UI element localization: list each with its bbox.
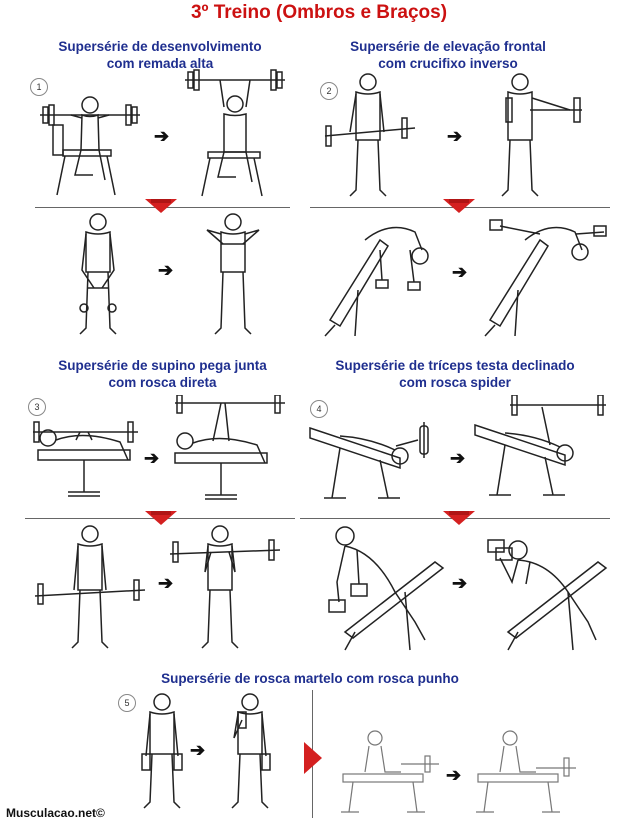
front-raise-start-figure xyxy=(324,73,416,197)
red-down-arrow-icon xyxy=(145,511,177,525)
next-arrow-icon: ➔ xyxy=(144,448,160,468)
red-down-arrow-icon xyxy=(443,199,475,213)
red-down-arrow-icon xyxy=(145,199,177,213)
next-arrow-icon: ➔ xyxy=(190,740,206,760)
seated-shoulder-press-start-figure xyxy=(40,96,140,196)
upright-row-end-figure xyxy=(206,213,260,335)
front-raise-end-figure xyxy=(501,73,582,197)
decline-skull-crusher-start-figure xyxy=(309,422,429,499)
decline-skull-crusher-end-figure xyxy=(474,395,606,496)
reverse-fly-end-figure xyxy=(484,219,607,337)
hammer-curl-end-figure xyxy=(231,693,271,809)
section-1-heading-line1: Supersérie de desenvolvimento xyxy=(58,39,262,54)
section-2-heading-line2: com crucifixo inverso xyxy=(378,56,518,71)
section-5-heading-line1: Supersérie de rosca martelo com rosca pu… xyxy=(161,671,459,686)
close-grip-bench-end-figure xyxy=(174,395,285,500)
section-1-number-badge: 1 xyxy=(30,78,48,96)
next-arrow-icon: ➔ xyxy=(446,765,462,785)
section-1-heading: Supersérie de desenvolvimento com remada… xyxy=(30,38,290,72)
next-arrow-icon: ➔ xyxy=(452,262,468,282)
wrist-curl-start-figure xyxy=(341,730,439,813)
section-4-heading: Supersérie de tríceps testa declinado co… xyxy=(305,357,605,391)
page-title: 3º Treino (Ombros e Braços) xyxy=(190,2,448,23)
section-2-heading: Supersérie de elevação frontal com cruci… xyxy=(318,38,578,72)
site-brand: Musculacao.net© xyxy=(6,806,105,820)
hammer-curl-start-figure xyxy=(141,693,183,809)
section-5-heading: Supersérie de rosca martelo com rosca pu… xyxy=(100,670,520,687)
section-3-heading-line1: Supersérie de supino pega junta xyxy=(58,358,267,373)
red-down-arrow-icon xyxy=(443,511,475,525)
close-grip-bench-start-figure xyxy=(33,421,138,497)
next-arrow-icon: ➔ xyxy=(154,126,170,146)
next-arrow-icon: ➔ xyxy=(158,573,174,593)
section-4-number-badge: 4 xyxy=(310,400,328,418)
section-4-heading-line2: com rosca spider xyxy=(399,375,511,390)
wrist-curl-end-figure xyxy=(476,730,576,813)
section-1-heading-line2: com remada alta xyxy=(106,56,214,71)
section-5-number-badge: 5 xyxy=(118,694,136,712)
section-2-heading-line1: Supersérie de elevação frontal xyxy=(350,39,546,54)
barbell-curl-end-figure xyxy=(169,525,281,649)
next-arrow-icon: ➔ xyxy=(158,260,174,280)
seated-shoulder-press-end-figure xyxy=(185,69,285,197)
spider-curl-start-figure xyxy=(328,526,445,651)
section-2-number-badge: 2 xyxy=(320,82,338,100)
next-arrow-icon: ➔ xyxy=(452,573,468,593)
section-3-number-badge: 3 xyxy=(28,398,46,416)
reverse-fly-start-figure xyxy=(324,226,429,337)
barbell-curl-start-figure xyxy=(34,525,146,649)
spider-curl-end-figure xyxy=(487,539,608,651)
section-3-heading-line2: com rosca direta xyxy=(108,375,217,390)
next-arrow-icon: ➔ xyxy=(450,448,466,468)
next-arrow-icon: ➔ xyxy=(447,126,463,146)
red-right-arrow-icon xyxy=(304,742,322,774)
section-4-heading-line1: Supersérie de tríceps testa declinado xyxy=(335,358,575,373)
section-3-heading: Supersérie de supino pega junta com rosc… xyxy=(20,357,305,391)
upright-row-start-figure xyxy=(79,213,117,335)
